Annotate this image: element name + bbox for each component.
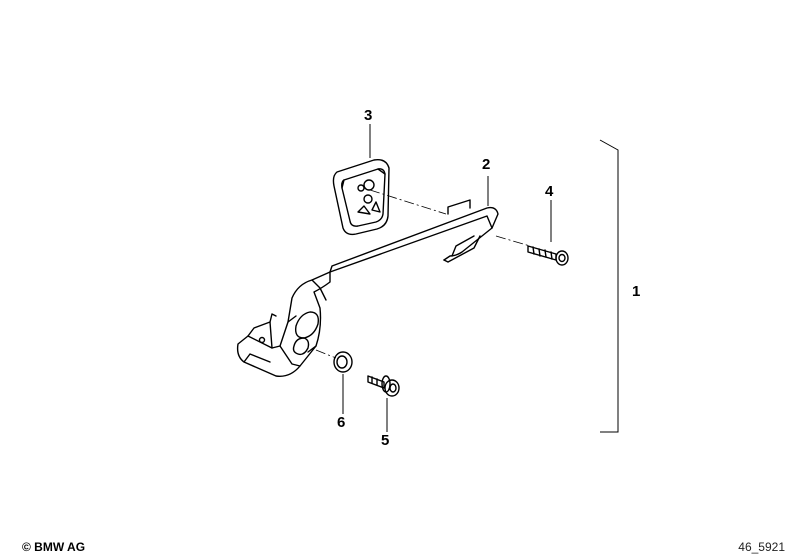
bolt-part-4: [527, 245, 569, 266]
assembly-line-washer: [315, 349, 337, 359]
callout-5: 5: [381, 432, 390, 449]
pedal-pad-part-3: [332, 158, 390, 236]
washer-part-6: [333, 351, 353, 373]
drawing-number: 46_5921: [738, 540, 785, 554]
copyright-notice: © BMW AG: [22, 540, 86, 554]
callout-4: 4: [545, 183, 554, 200]
bracket-part-1: [599, 139, 619, 433]
callout-3: 3: [364, 107, 373, 124]
callout-2: 2: [482, 156, 491, 173]
bolt-part-5: [367, 375, 400, 397]
callout-1: 1: [632, 283, 641, 300]
assembly-line-pad: [369, 189, 447, 215]
pedal-lever-part-2: [236, 199, 499, 377]
assembly-line-bolt-4: [495, 235, 531, 247]
callout-6: 6: [337, 414, 346, 431]
